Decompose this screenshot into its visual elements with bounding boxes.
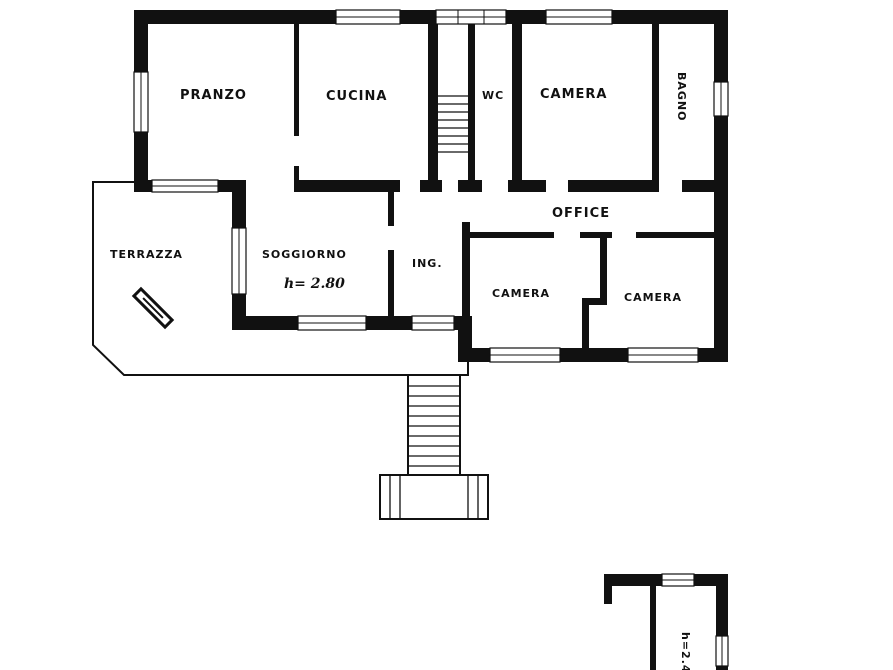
terrace-outline	[92, 181, 469, 376]
label-ingresso: ING.	[412, 257, 443, 270]
label-camera-right: CAMERA	[624, 291, 682, 304]
label-office: OFFICE	[552, 206, 610, 221]
interior-walls	[294, 24, 728, 362]
room-labels: PRANZO CUCINA WC CAMERA BAGNO OFFICE TER…	[110, 72, 692, 670]
label-wc: WC	[482, 89, 504, 102]
height-annotation: h= 2.80	[284, 276, 345, 292]
label-camera-left: CAMERA	[492, 287, 550, 300]
terrace-fixture-icon	[131, 286, 175, 330]
label-pranzo: PRANZO	[180, 88, 247, 103]
label-soggiorno: SOGGIORNO	[262, 248, 347, 261]
lower-height-annotation: h=2.45	[679, 632, 692, 670]
label-terrazza: TERRAZZA	[110, 248, 183, 261]
label-camera-top: CAMERA	[540, 87, 608, 102]
label-cucina: CUCINA	[326, 89, 387, 104]
exterior-stair	[379, 374, 489, 520]
label-bagno: BAGNO	[675, 72, 688, 121]
windows	[133, 9, 729, 363]
lower-plan-fragment	[604, 573, 729, 670]
interior-stair	[438, 95, 468, 153]
